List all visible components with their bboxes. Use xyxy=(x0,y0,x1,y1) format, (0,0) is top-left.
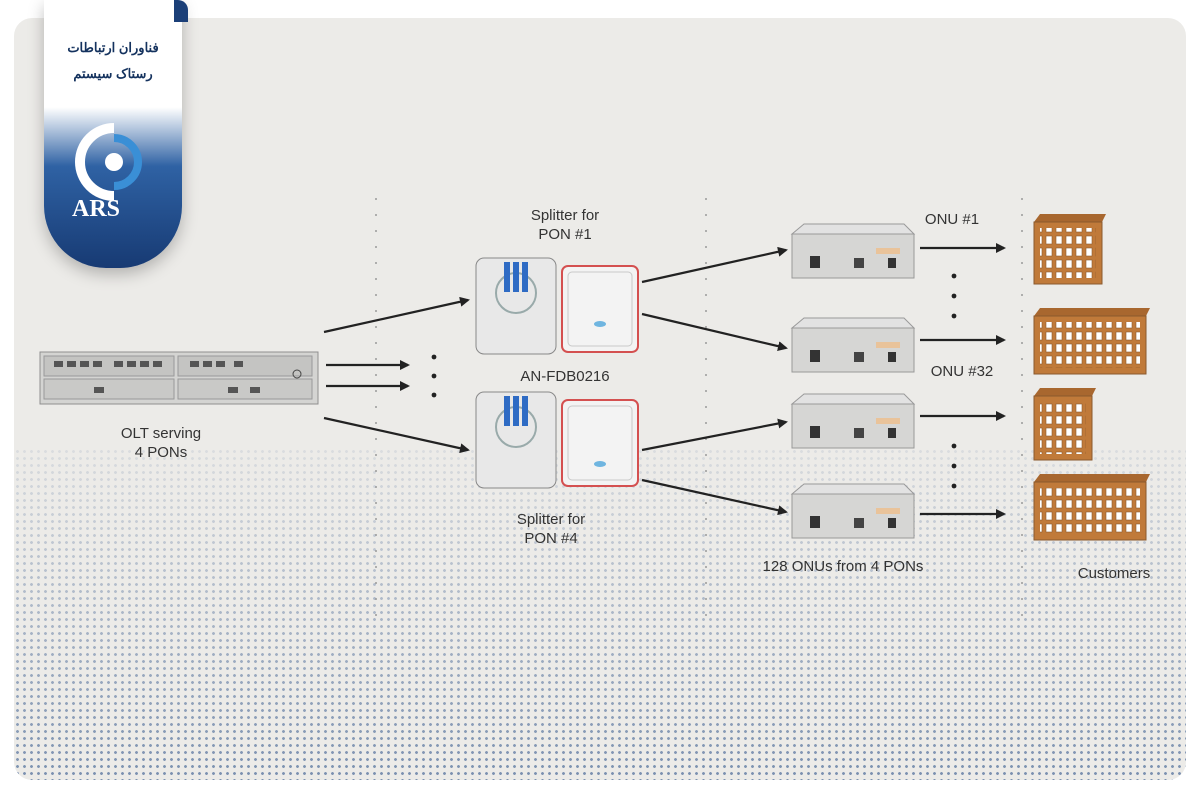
brand-line2: رستاک سیستم xyxy=(73,66,153,81)
separator-lines xyxy=(375,198,1023,618)
splitter-top-line2: PON #1 xyxy=(538,226,592,243)
splitter-model-label: AN-FDB0216 xyxy=(520,368,610,385)
building-icon xyxy=(1033,308,1150,375)
gpon-diagram xyxy=(39,198,1150,618)
onu-arrows xyxy=(920,243,1006,519)
onu-first-label: ONU #1 xyxy=(924,211,980,228)
onu-device-icon xyxy=(790,317,916,373)
olt-chassis-icon xyxy=(39,351,319,405)
building-icon xyxy=(1033,388,1096,461)
splitter-arrows xyxy=(641,246,788,516)
brand-logo-text: ARS xyxy=(72,196,120,220)
brand-logo-badge: فناوران ارتباطات رستاک سیستم ARS xyxy=(44,0,188,268)
olt-label-line2: 4 PONs xyxy=(134,444,188,461)
building-icon xyxy=(1033,474,1150,541)
onu-ellipsis-dots xyxy=(951,273,957,489)
splitter-top-label: Splitter for PON #1 xyxy=(490,206,640,244)
brand-line1: فناوران ارتباطات xyxy=(67,40,159,55)
halftone-background xyxy=(14,448,1186,780)
olt-label-line1: OLT serving xyxy=(120,425,202,442)
brand-logo-icon: ARS xyxy=(72,123,142,220)
onus-caption: 128 ONUs from 4 PONs xyxy=(762,558,924,575)
splitter-top-line1: Splitter for xyxy=(530,207,600,224)
customers-caption: Customers xyxy=(1077,565,1151,582)
splitter-bottom-line1: Splitter for xyxy=(516,511,586,528)
splitter-bottom-label: Splitter for PON #4 xyxy=(476,510,626,548)
olt-ellipsis-dots xyxy=(431,354,437,398)
onu-device-icon xyxy=(790,393,916,449)
splitter-bottom-icon xyxy=(475,391,639,489)
onu-device-icon xyxy=(790,223,916,279)
building-icon xyxy=(1033,214,1106,285)
olt-label: OLT serving 4 PONs xyxy=(96,424,226,462)
diagram-card: OLT serving 4 PONs Splitter for PON #1 A… xyxy=(14,18,1186,780)
olt-arrows xyxy=(323,296,470,454)
onu-device-icon xyxy=(790,483,916,539)
splitter-top-icon xyxy=(475,257,639,355)
onu-last-label: ONU #32 xyxy=(930,363,994,380)
splitter-bottom-line2: PON #4 xyxy=(524,530,578,547)
